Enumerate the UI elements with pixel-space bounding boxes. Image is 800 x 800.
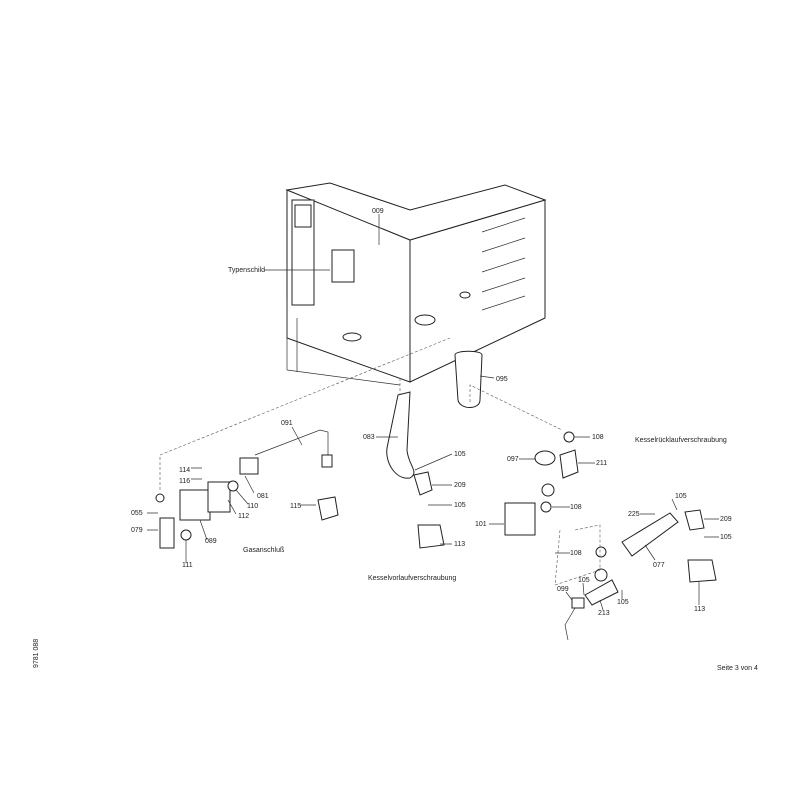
part-label: 091 <box>281 420 293 427</box>
caption-kesselvorlauf: Kesselvorlaufverschraubung <box>368 575 456 582</box>
part-label: 111 <box>182 562 193 569</box>
drawing-number: 9781 088 <box>33 639 40 668</box>
gas-valve-089 <box>179 489 211 521</box>
fitting-079 <box>159 517 175 549</box>
caption-typenschild: Typenschild <box>228 267 265 274</box>
boiler-housing <box>285 182 547 386</box>
part-label: 114 <box>179 467 190 474</box>
part-label: 083 <box>363 434 375 441</box>
part-label: 115 <box>290 503 301 510</box>
part-label: 211 <box>596 460 607 467</box>
part-label: 097 <box>507 456 519 463</box>
part-label: 209 <box>720 516 732 523</box>
part-label: 101 <box>475 521 487 528</box>
pump-101 <box>504 502 536 536</box>
part-label: 081 <box>257 493 269 500</box>
part-label: 095 <box>496 376 508 383</box>
part-label: 213 <box>598 610 610 617</box>
elbow-209 <box>413 471 433 496</box>
part-label: 099 <box>557 586 569 593</box>
part-label: 077 <box>653 562 665 569</box>
fitting-099 <box>571 597 585 609</box>
elbow-209b <box>684 509 705 531</box>
part-label: 105 <box>720 534 732 541</box>
part-label: 105 <box>454 451 466 458</box>
part-label: 116 <box>179 478 190 485</box>
caption-kesselruecklauf: Kesselrücklaufverschraubung <box>635 437 727 444</box>
flange-081 <box>239 457 259 475</box>
parts-drawing <box>155 337 717 641</box>
housing-vents <box>481 217 526 311</box>
type-plate <box>331 249 355 283</box>
part-label: 009 <box>372 208 384 215</box>
part-label: 089 <box>205 538 217 545</box>
hose-077 <box>621 512 679 557</box>
part-label: 108 <box>592 434 604 441</box>
hose-083 <box>386 391 415 479</box>
part-number-labels: 009 095 091 083 105 108 097 211 114 116 … <box>131 208 732 617</box>
cap-097 <box>534 450 556 466</box>
siphon-095 <box>454 350 483 408</box>
cock-115 <box>317 496 339 521</box>
part-label: 105 <box>578 577 590 584</box>
part-label: 108 <box>570 550 582 557</box>
part-label: 079 <box>131 527 143 534</box>
leader-lines <box>147 214 719 611</box>
page-number: Seite 3 von 4 <box>717 665 758 672</box>
part-label: 108 <box>570 504 582 511</box>
elbow-211 <box>559 449 579 479</box>
part-label: 105 <box>675 493 687 500</box>
part-label: 113 <box>454 541 465 548</box>
part-label: 209 <box>454 482 466 489</box>
part-label: 110 <box>247 503 258 510</box>
part-label: 105 <box>454 502 466 509</box>
part-label: 112 <box>238 513 249 520</box>
part-label: 113 <box>694 606 705 613</box>
part-label: 225 <box>628 511 640 518</box>
part-label: 105 <box>617 599 629 606</box>
valve-113 <box>417 524 445 549</box>
valve-113b <box>687 559 717 583</box>
caption-gasanschluss: Gasanschluß <box>243 547 284 554</box>
part-label: 055 <box>131 510 143 517</box>
tee-213 <box>584 579 619 606</box>
